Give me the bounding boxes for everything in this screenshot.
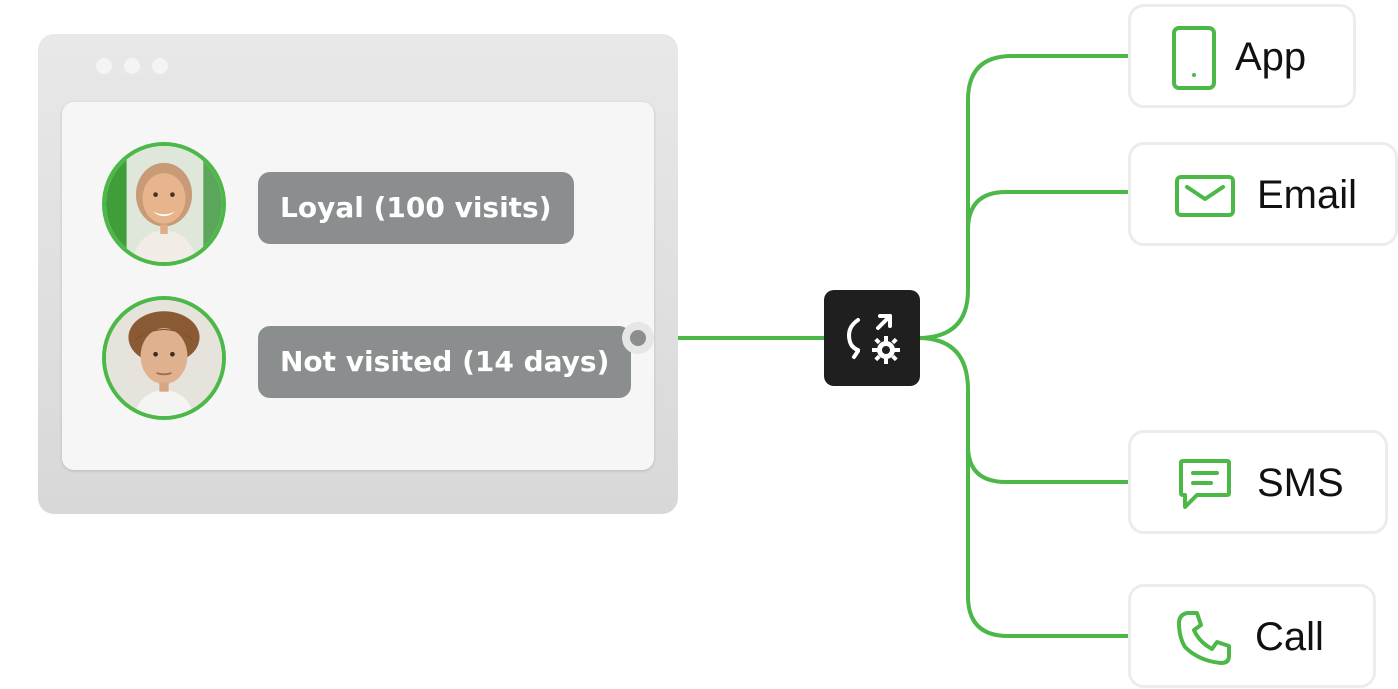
window-dot (124, 58, 140, 74)
automation-hub[interactable] (824, 290, 920, 386)
connector-hub-to-sms (916, 336, 1134, 484)
avatar-lapsed-customer (102, 296, 226, 420)
channel-app[interactable]: App (1128, 4, 1356, 108)
portrait-image (106, 300, 222, 416)
portrait-image (106, 146, 222, 262)
channel-sms[interactable]: SMS (1128, 430, 1388, 534)
avatar-loyal-customer (102, 142, 226, 266)
window-dot (96, 58, 112, 74)
output-port-dot (630, 330, 646, 346)
channel-label: Email (1257, 173, 1358, 217)
channel-label: Call (1255, 615, 1324, 659)
envelope-icon (1175, 175, 1235, 217)
channel-email[interactable]: Email (1128, 142, 1398, 246)
automation-gear-icon (847, 314, 900, 364)
channel-label: SMS (1257, 461, 1344, 505)
segment-tag-not-visited: Not visited (14 days) (258, 326, 632, 398)
channel-label: App (1235, 35, 1307, 79)
window-dot (152, 58, 168, 74)
segments-panel: Loyal (100 visits) Not visited (14 days) (62, 102, 654, 470)
call-icon (1177, 611, 1231, 665)
segment-tag-loyal: Loyal (100 visits) (258, 172, 574, 244)
connector-hub-to-email (966, 190, 1134, 232)
connector-hub-to-app (916, 54, 1134, 340)
connector-hub-to-call (966, 444, 1134, 638)
phone-icon (1172, 26, 1216, 90)
chat-icon (1179, 459, 1231, 509)
channel-call[interactable]: Call (1128, 584, 1376, 688)
browser-window: Loyal (100 visits) Not visited (14 days) (38, 34, 678, 514)
